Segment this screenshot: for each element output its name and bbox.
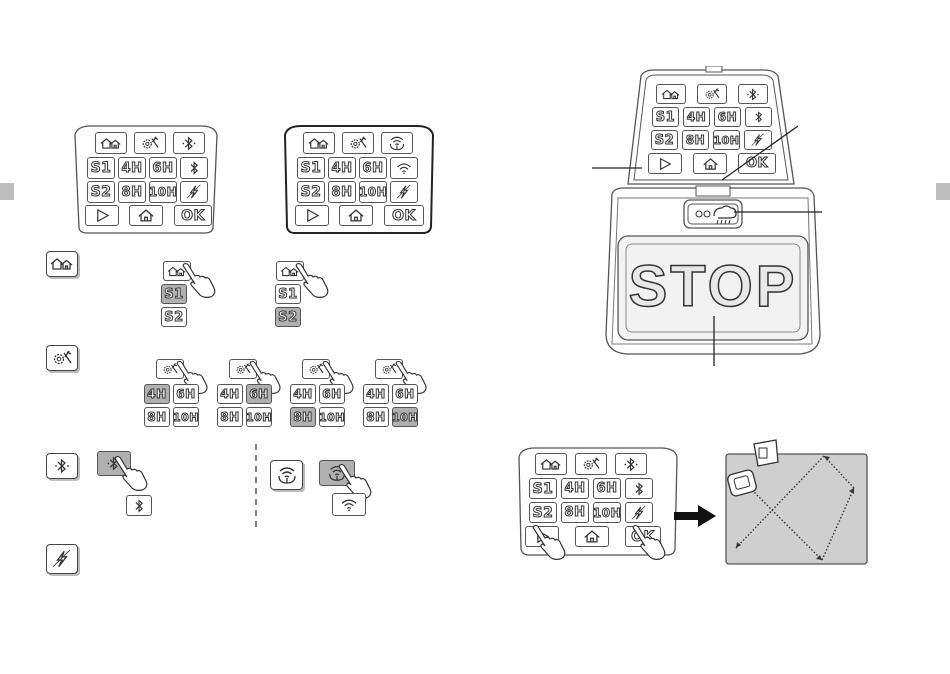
wifi-indicator-key: [332, 493, 366, 516]
4h-button[interactable]: 4H: [561, 478, 589, 499]
s2-button[interactable]: S2: [87, 181, 115, 203]
home-zone-button[interactable]: [656, 84, 686, 104]
home-button[interactable]: [575, 526, 609, 547]
s1-key-selected: S1: [161, 284, 187, 304]
10h-key: 10H: [246, 407, 272, 427]
6h-key-selected: 6H: [246, 384, 272, 404]
settings-button[interactable]: [697, 84, 727, 104]
8h-button[interactable]: 8H: [561, 502, 589, 523]
6h-key: 6H: [319, 384, 345, 404]
4h-key-selected: 4H: [144, 384, 170, 404]
wifi-icon: [276, 464, 298, 486]
wifi-indicator: [390, 157, 418, 179]
settings-button[interactable]: [575, 453, 607, 475]
8h-button[interactable]: 8H: [328, 181, 356, 203]
left-page-tab: [0, 183, 14, 200]
settings-button[interactable]: [342, 132, 374, 154]
s2-button[interactable]: S2: [297, 181, 325, 203]
home-zone-icon-box: [46, 251, 78, 277]
hand-press-ok-icon: [630, 524, 670, 560]
10h-key: 10H: [319, 407, 345, 427]
s1-button[interactable]: S1: [529, 478, 557, 499]
home-zone-icon: [50, 256, 74, 272]
wifi-icon-box: [270, 460, 303, 490]
ok-button[interactable]: OK: [174, 205, 212, 226]
lightning-indicator: [180, 181, 208, 203]
4h-button[interactable]: 4H: [328, 157, 356, 179]
8h-button[interactable]: 8H: [118, 181, 146, 203]
keypad-bluetooth-model: S1 4H 6H S2 8H 10H OK: [71, 123, 221, 235]
6h-key: 6H: [392, 384, 418, 404]
6h-key: 6H: [173, 384, 199, 404]
6h-button[interactable]: 6H: [149, 157, 177, 179]
lightning-icon-box: [46, 544, 78, 574]
home-zone-button[interactable]: [95, 132, 127, 154]
bluetooth-indicator: [625, 478, 653, 499]
home-button[interactable]: [129, 205, 163, 226]
6h-button[interactable]: 6H: [359, 157, 387, 179]
right-page-tab: [936, 183, 950, 200]
keypad-wifi-model: S1 4H 6H S2 8H 10H OK: [281, 123, 437, 235]
6h-button[interactable]: 6H: [593, 478, 621, 499]
4h-key: 4H: [363, 384, 389, 404]
bluetooth-button[interactable]: [738, 84, 768, 104]
bluetooth-indicator: [180, 157, 208, 179]
s1-button[interactable]: S1: [297, 157, 325, 179]
arrow-right-icon: [672, 502, 718, 530]
s2-key-selected: S2: [275, 307, 301, 327]
8h-key-selected: 8H: [290, 407, 316, 427]
hand-press-play-icon: [530, 524, 570, 560]
charging-station-icon: [754, 440, 778, 466]
8h-key: 8H: [217, 407, 243, 427]
home-zone-button[interactable]: [303, 132, 335, 154]
10h-key-selected: 10H: [392, 407, 418, 427]
10h-button[interactable]: 10H: [359, 181, 387, 203]
play-button[interactable]: [295, 205, 329, 226]
4h-key: 4H: [217, 384, 243, 404]
lightning-indicator: [625, 502, 653, 523]
bluetooth-button[interactable]: [173, 132, 205, 154]
home-zone-button[interactable]: [535, 453, 567, 475]
callout-lines: [590, 120, 830, 370]
bluetooth-icon: [54, 457, 70, 475]
10h-button[interactable]: 10H: [149, 181, 177, 203]
lightning-indicator: [390, 181, 418, 203]
s2-button[interactable]: S2: [529, 502, 557, 523]
wifi-button[interactable]: [381, 132, 413, 154]
home-button[interactable]: [339, 205, 373, 226]
lightning-icon: [51, 548, 73, 570]
play-button[interactable]: [85, 205, 119, 226]
section-divider: [254, 444, 258, 530]
10h-key: 10H: [173, 407, 199, 427]
settings-icon-box: [46, 345, 78, 371]
10h-button[interactable]: 10H: [593, 502, 621, 523]
8h-key: 8H: [363, 407, 389, 427]
s2-key: S2: [161, 307, 187, 327]
4h-key: 4H: [290, 384, 316, 404]
lawn-mowing-pattern: [724, 438, 870, 568]
s1-key: S1: [275, 284, 301, 304]
8h-key: 8H: [144, 407, 170, 427]
hand-press-icon: [112, 455, 152, 491]
4h-button[interactable]: 4H: [118, 157, 146, 179]
s1-button[interactable]: S1: [87, 157, 115, 179]
settings-icon: [51, 349, 73, 367]
bluetooth-icon-box: [46, 453, 78, 479]
bluetooth-indicator-key: [126, 495, 152, 516]
ok-button[interactable]: OK: [384, 205, 424, 226]
settings-button[interactable]: [134, 132, 166, 154]
bluetooth-button[interactable]: [615, 453, 647, 475]
